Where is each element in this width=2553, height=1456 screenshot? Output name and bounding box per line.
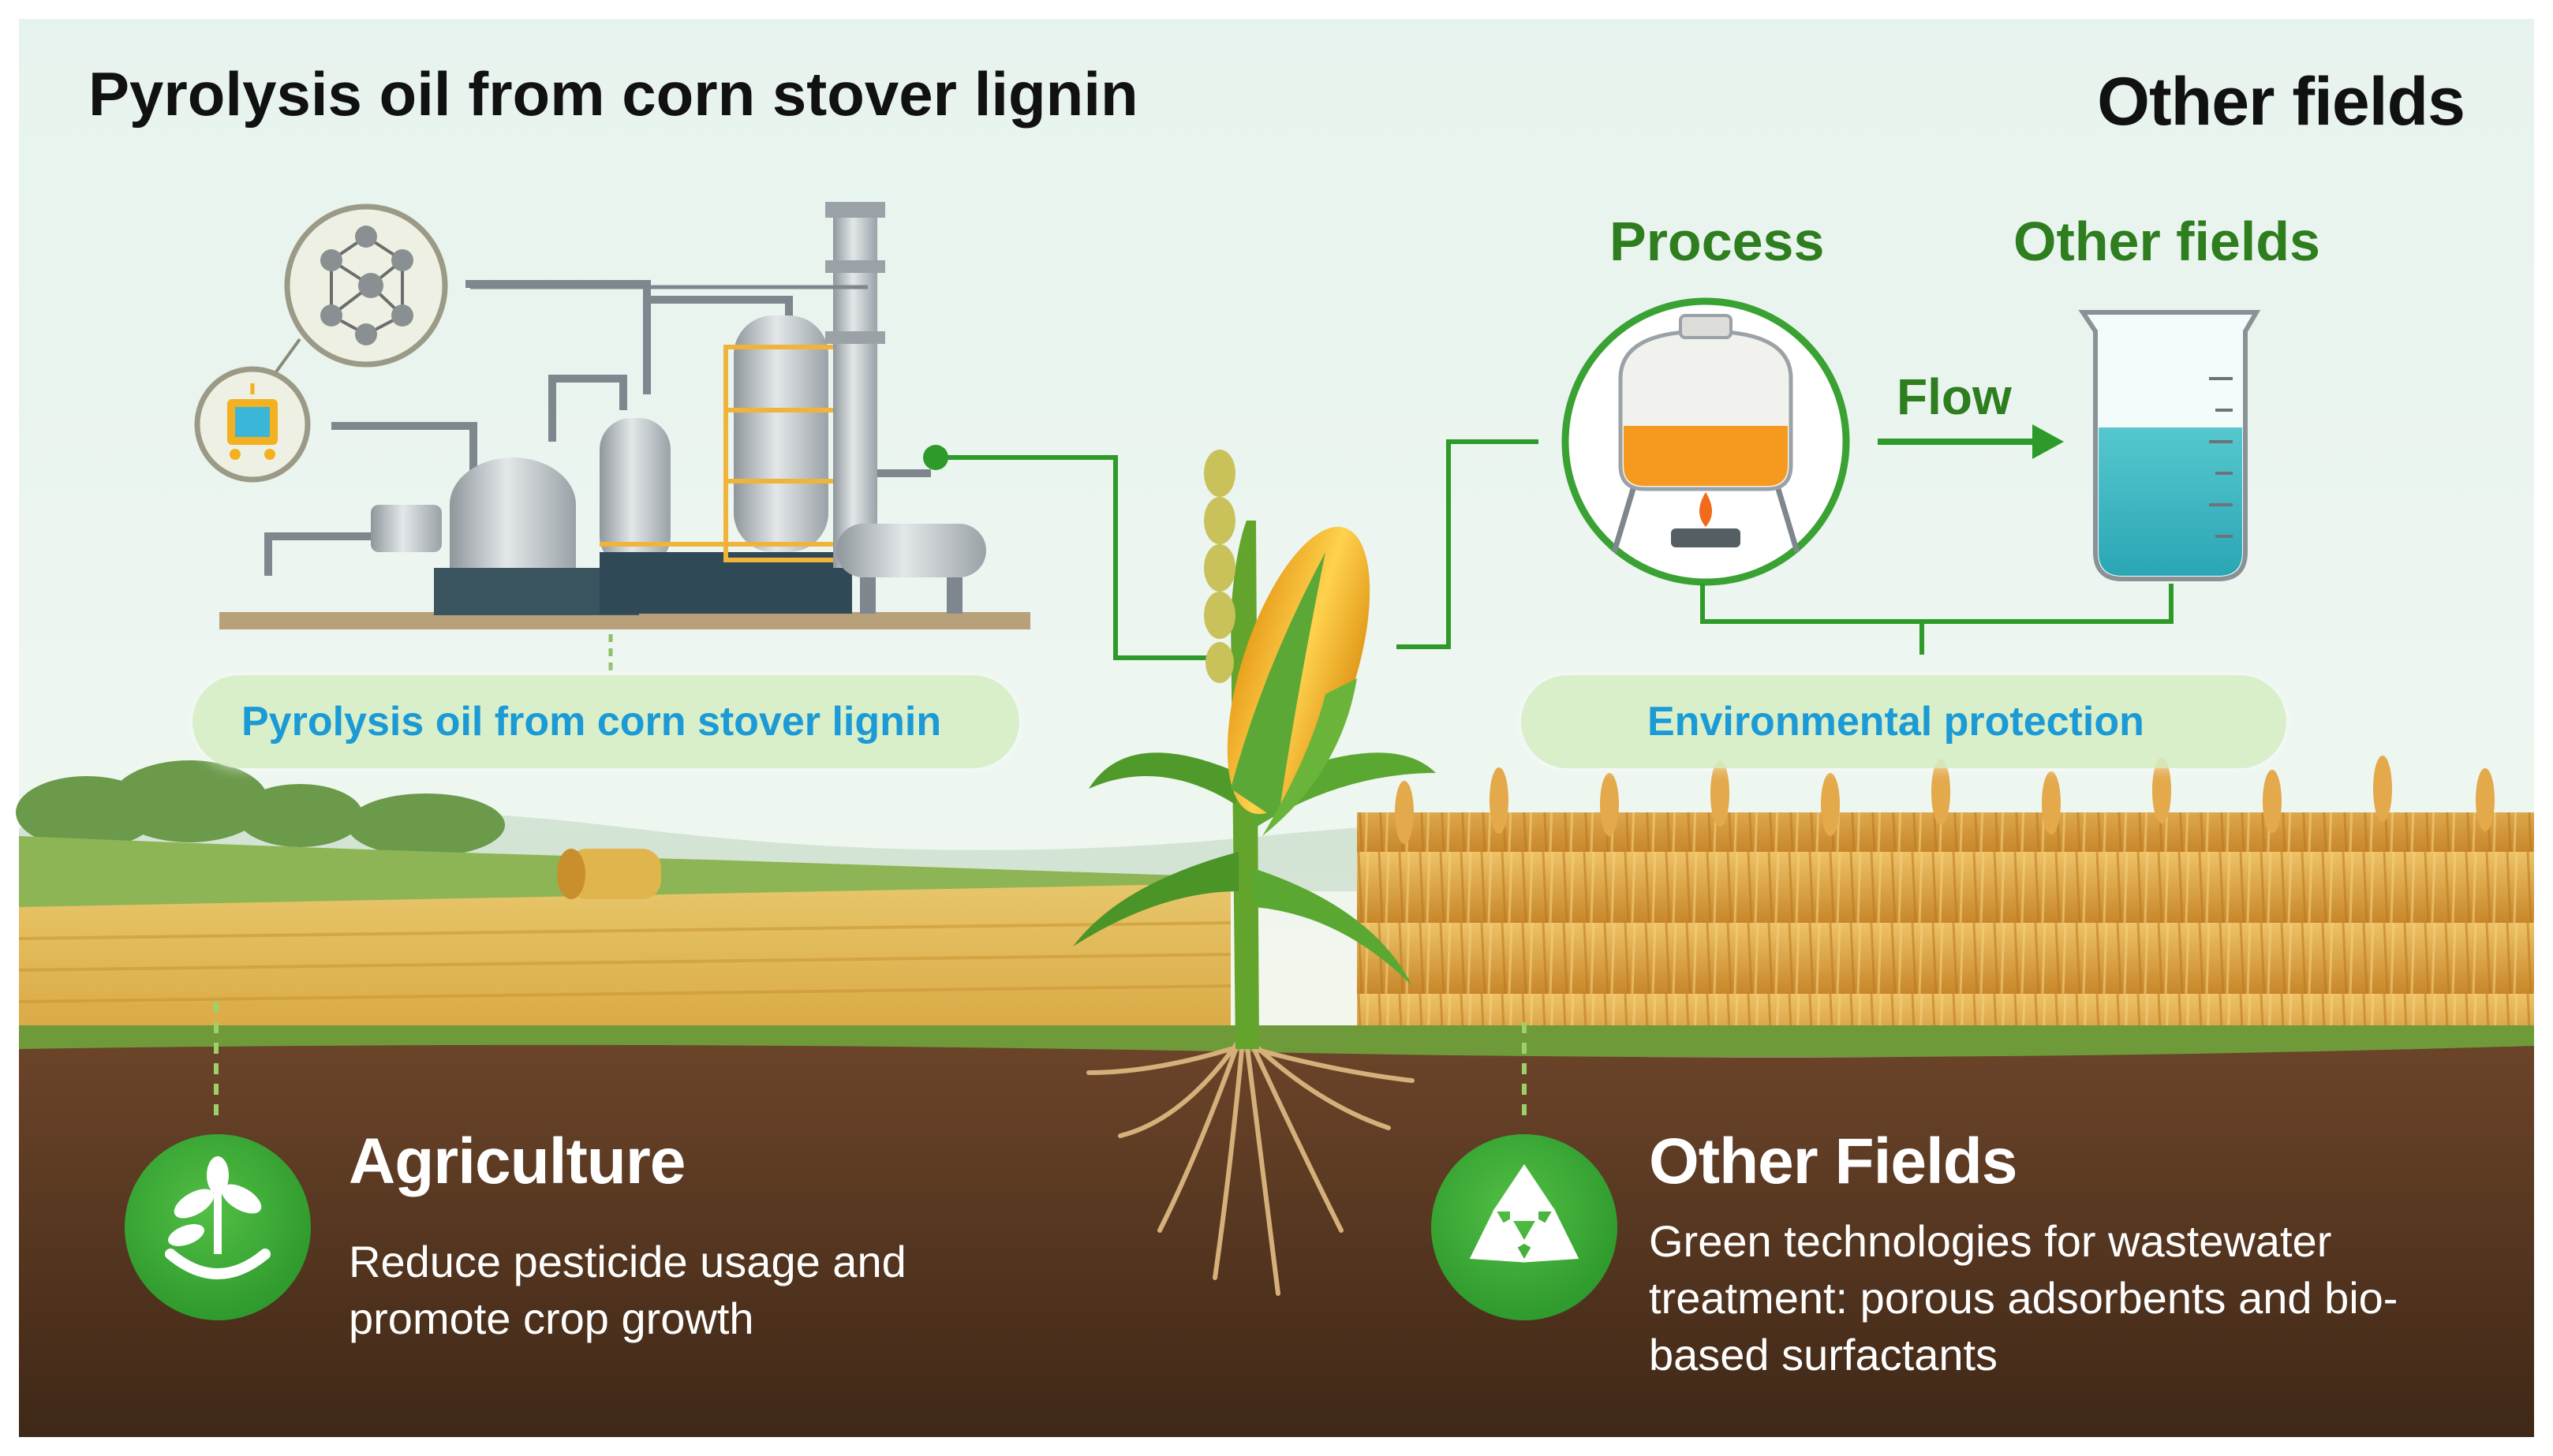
monitor-device-icon	[194, 366, 311, 483]
network-icon	[265, 203, 868, 386]
field-rows	[18, 921, 1232, 1003]
beaker-icon	[2078, 310, 2261, 581]
other-fields-label: Other fields	[2013, 211, 2320, 272]
wheat-heads	[1395, 756, 2495, 844]
heated-reactor-icon	[1561, 297, 1850, 586]
pyrolysis-oil-pill: Pyrolysis oil from corn stover lignin	[193, 675, 1019, 768]
recycle-icon	[1431, 1134, 1617, 1320]
connector-dot	[923, 445, 948, 470]
plant-to-corn-connector	[947, 455, 1207, 660]
wheat-field-right	[1357, 812, 2534, 1049]
soil-layer	[19, 1044, 2534, 1437]
tree-line	[16, 760, 505, 857]
other-fields-description: Green technologies for wastewater treatm…	[1649, 1216, 2398, 1379]
environmental-protection-pill: Environmental protection	[1521, 675, 2286, 768]
sprout-hand-icon	[125, 1134, 311, 1320]
agriculture-title: Agriculture	[349, 1126, 686, 1197]
main-title: Pyrolysis oil from corn stover lignin	[88, 59, 1138, 129]
corn-plant	[1073, 450, 1436, 1296]
other-fields-title: Other Fields	[1649, 1126, 2017, 1197]
process-bracket	[1700, 584, 2174, 655]
flow-label: Flow	[1897, 368, 2012, 425]
environmental-protection-pill-text: Environmental protection	[1647, 699, 2144, 745]
pyrolysis-oil-pill-text: Pyrolysis oil from corn stover lignin	[241, 699, 942, 745]
process-label: Process	[1609, 211, 1825, 272]
agriculture-description: Reduce pesticide usage and promote crop …	[349, 1237, 906, 1343]
hay-bale-icon	[557, 849, 661, 899]
flow-arrow-icon	[1878, 424, 2064, 459]
pyrolysis-plant	[219, 202, 1030, 629]
right-title: Other fields	[2097, 64, 2465, 140]
golden-field-left	[19, 883, 1231, 1049]
corn-to-process-connector	[1396, 439, 1538, 649]
